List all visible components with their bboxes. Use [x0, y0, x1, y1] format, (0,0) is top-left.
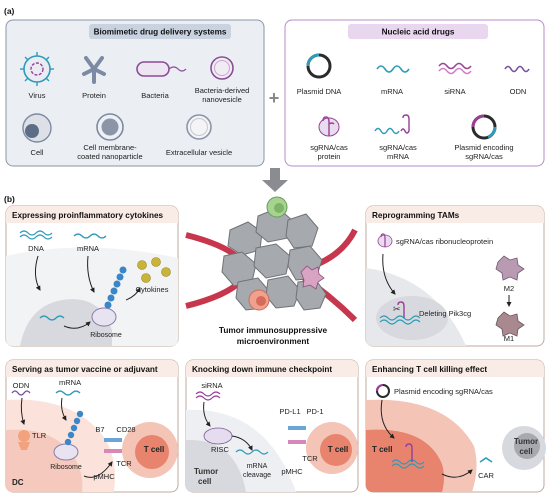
sgrna-cas-mrna-icon: [374, 114, 410, 135]
checkpoint-panel: Knocking down immune checkpoint siRNA RI…: [185, 359, 359, 493]
extracellular-vesicle-icon: [186, 114, 212, 140]
sgrna-cas-protein-label-2: protein: [318, 152, 341, 161]
bacteria-icon: [136, 61, 187, 77]
coated-nanoparticle-icon: [96, 113, 124, 141]
down-arrow-icon: [262, 168, 288, 192]
car-label: CAR: [478, 471, 494, 480]
plasmid-encoding-label-2: sgRNA/cas: [465, 152, 503, 161]
nanovesicle-icon: [210, 56, 234, 80]
nucleic-title: Nucleic acid drugs: [382, 28, 455, 37]
tme-label-1: Tumor immunosuppressive: [219, 325, 328, 335]
tams-title: Reprogramming TAMs: [372, 211, 460, 220]
tlr-icon: [18, 430, 30, 450]
mrna-label: mRNA: [381, 87, 403, 96]
virus-label: Virus: [29, 91, 46, 100]
virus-icon: [20, 52, 54, 86]
sgrna-cas-mrna-label-1: sgRNA/cas: [379, 143, 417, 152]
panel-b-label: (b): [4, 194, 15, 204]
ribosome-vaccine-icon: [53, 443, 79, 461]
tcell-tk-label: T cell: [372, 445, 392, 454]
ribosome-icon: [91, 307, 117, 327]
vaccine-panel: Serving as tumor vaccine or adjuvant ODN…: [5, 359, 179, 493]
m1-macrophage-icon: [495, 311, 525, 337]
checkpoint-title: Knocking down immune checkpoint: [192, 365, 332, 374]
tumor-microenvironment: [185, 196, 358, 323]
tumor-cell-cp-label-2: cell: [198, 477, 211, 486]
tme-label-2: microenvironment: [237, 336, 310, 346]
dna-label: DNA: [28, 244, 44, 253]
deleting-label: Deleting Pik3cg: [419, 309, 471, 318]
odn-label: ODN: [510, 87, 527, 96]
pmhc-label: pMHC: [93, 472, 115, 481]
plasmid-dna-label: Plasmid DNA: [297, 87, 342, 96]
cell-icon: [22, 113, 52, 143]
plasmid-encoding-label-1: Plasmid encoding: [454, 143, 513, 152]
ribosome-label: Ribosome: [90, 332, 122, 339]
mrna-cleavage-label-2: cleavage: [243, 472, 271, 479]
plasmid-tk-icon: [376, 384, 390, 398]
pdl1-label: PD-L1: [279, 407, 300, 416]
tcell-cp-label: T cell: [328, 445, 348, 454]
biomimetic-box: Biomimetic drug delivery systems Virus P…: [5, 19, 265, 167]
tcr-cp-label: TCR: [302, 454, 318, 463]
coated-nanoparticle-label-1: Cell membrane-: [83, 143, 137, 152]
mrna-cleavage-label-1: mRNA: [247, 463, 268, 470]
tams-agent-label: sgRNA/cas ribonucleoprotein: [396, 237, 493, 246]
cytokines-panel: Expressing proinflammatory cytokines DNA…: [5, 205, 179, 347]
sgrna-rnp-icon: [377, 233, 393, 248]
tams-panel: Reprogramming TAMs sgRNA/cas ribonucleop…: [365, 205, 545, 347]
plasmid-encoding-icon: [471, 114, 497, 140]
cd28-label: CD28: [116, 425, 135, 434]
panel-a-label: (a): [4, 6, 15, 16]
plasmid-dna-icon: [306, 53, 332, 79]
risc-label: RISC: [211, 445, 230, 454]
odn-b-label: ODN: [13, 381, 30, 390]
tkilling-agent-label: Plasmid encoding sgRNA/cas: [394, 387, 493, 396]
tcell-vaccine-label: T cell: [144, 445, 164, 454]
sirna-label: siRNA: [444, 87, 465, 96]
odn-icon: [504, 65, 530, 73]
mrna-icon: [376, 65, 410, 73]
mrna-vaccine-label: mRNA: [59, 378, 81, 387]
protein-label: Protein: [82, 91, 106, 100]
nanovesicle-label-1: Bacteria-derived: [195, 86, 250, 95]
sgrna-cas-mrna-label-2: mRNA: [387, 152, 409, 161]
cytokines-title: Expressing proinflammatory cytokines: [12, 211, 164, 220]
m2-macrophage-icon: [495, 255, 525, 281]
coated-nanoparticle-label-2: coated nanoparticle: [77, 152, 142, 161]
tcr-label: TCR: [116, 459, 132, 468]
m1-label: M1: [504, 334, 514, 343]
m2-label: M2: [504, 284, 514, 293]
mrna-b-label: mRNA: [77, 244, 99, 253]
nanovesicle-label-2: nanovesicle: [202, 95, 242, 104]
tumor-tk-label-1: Tumor: [514, 437, 538, 446]
protein-icon: [82, 56, 106, 84]
tlr-label: TLR: [32, 431, 47, 440]
b7-label: B7: [95, 425, 104, 434]
pd1-label: PD-1: [306, 407, 323, 416]
tumor-tk-label-2: cell: [519, 447, 532, 456]
sirna-icon: [438, 62, 472, 75]
tumor-cell-cp-label-1: Tumor: [194, 467, 218, 476]
pmhc-cp-label: pMHC: [281, 467, 303, 476]
tkilling-title: Enhancing T cell killing effect: [372, 365, 487, 374]
sgrna-cas-protein-icon: [318, 116, 340, 137]
bacteria-label: Bacteria: [141, 91, 169, 100]
extracellular-vesicle-label: Extracellular vesicle: [166, 148, 232, 157]
scissors-icon: ✂: [393, 304, 401, 314]
biomimetic-title: Biomimetic drug delivery systems: [94, 28, 227, 37]
sirna-b-label: siRNA: [201, 381, 222, 390]
tkilling-panel: Enhancing T cell killing effect Plasmid …: [365, 359, 546, 493]
cell-label: Cell: [31, 148, 44, 157]
nucleic-acid-box: Nucleic acid drugs Plasmid DNA mRNA siRN…: [284, 19, 545, 167]
vaccine-title: Serving as tumor vaccine or adjuvant: [12, 365, 158, 374]
cytokines-label: Cytokines: [136, 285, 169, 294]
ribosome-vaccine-label: Ribosome: [50, 464, 82, 471]
dc-label: DC: [12, 478, 24, 487]
plus-sign: +: [269, 88, 280, 108]
sgrna-cas-protein-label-1: sgRNA/cas: [310, 143, 348, 152]
